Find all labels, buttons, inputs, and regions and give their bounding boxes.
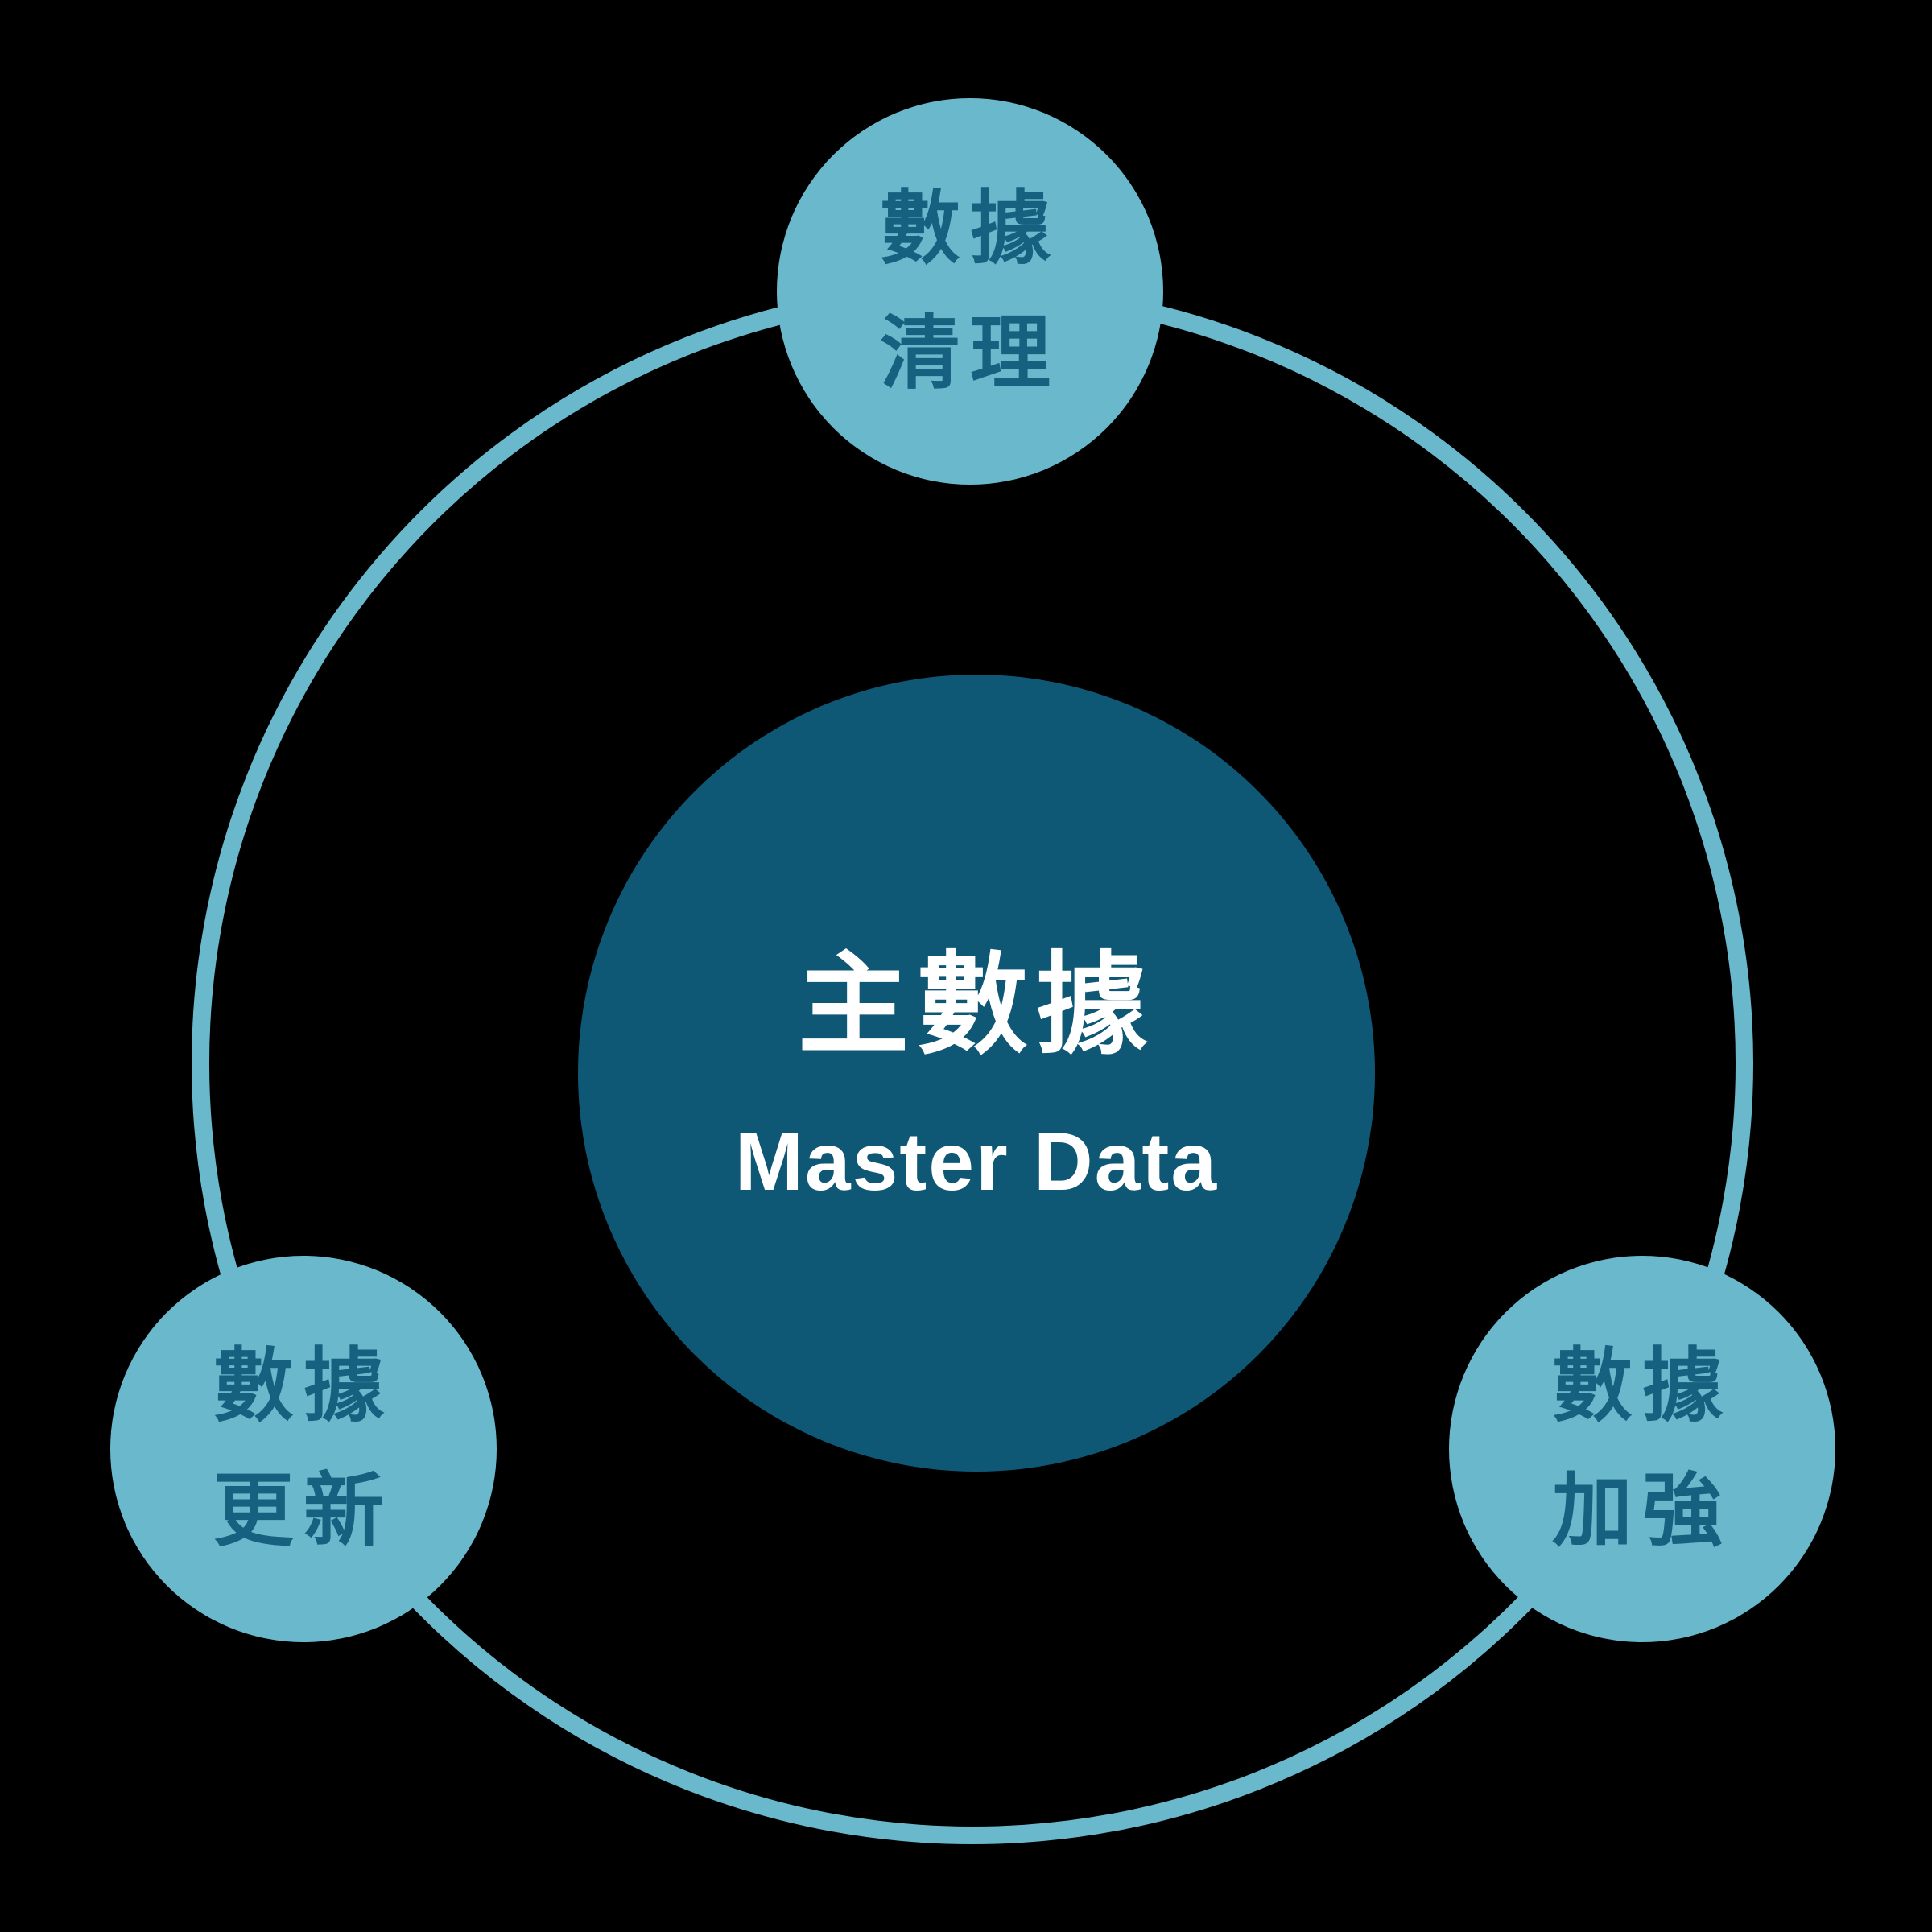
node-data-update: 數據 更新 xyxy=(110,1256,497,1642)
node-label-line2: 清理 xyxy=(880,308,1060,398)
node-data-cleansing: 數據 清理 xyxy=(777,98,1163,485)
node-data-enhancement: 數據 加強 xyxy=(1449,1256,1835,1642)
center-title-zh: 主數據 xyxy=(797,943,1155,1067)
node-label-line1: 數據 xyxy=(213,1341,394,1431)
node-label-line1: 數據 xyxy=(1552,1341,1732,1431)
node-label-line2: 加強 xyxy=(1552,1466,1732,1556)
node-label-line2: 更新 xyxy=(213,1466,394,1556)
center-title-en: Master Data xyxy=(734,1116,1219,1208)
center-node-master-data: 主數據 Master Data xyxy=(578,675,1375,1472)
node-label-line1: 數據 xyxy=(880,184,1060,274)
